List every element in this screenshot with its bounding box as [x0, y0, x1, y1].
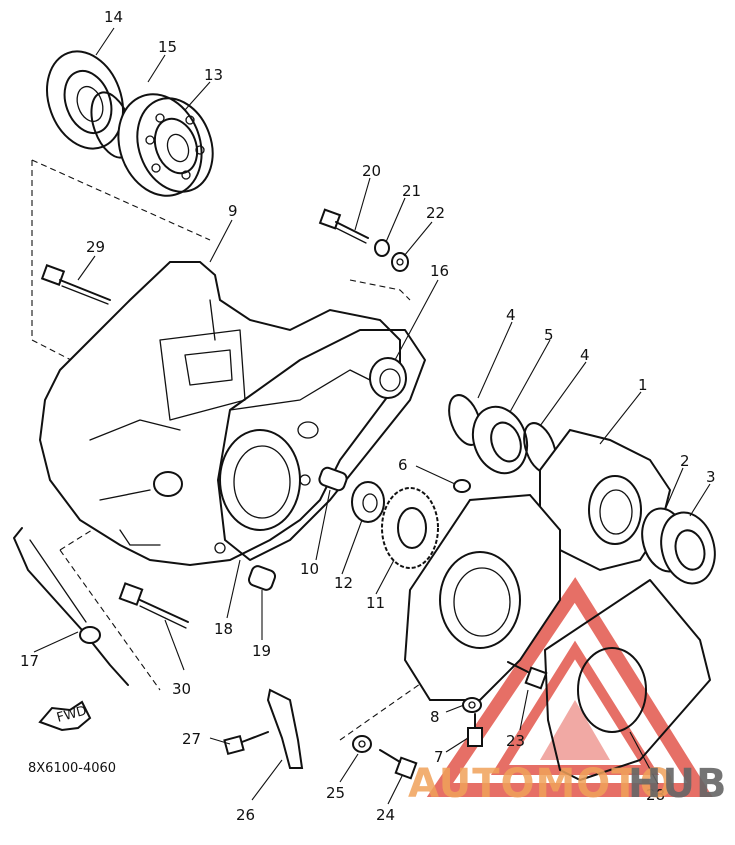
- catalog-code: 8X6100-4060: [28, 761, 116, 776]
- label-part-27: 27: [182, 730, 201, 748]
- crankcase-9: [38, 261, 401, 567]
- cover-gasket: [403, 493, 561, 701]
- watermark-text-right: HUB: [628, 761, 727, 807]
- dowel-10: [318, 466, 348, 492]
- label-part-16: 16: [430, 262, 449, 280]
- dowel-19: [247, 565, 277, 591]
- bearing-13: [117, 93, 214, 197]
- rod-17: [13, 527, 129, 686]
- leader-lines: [33, 27, 711, 805]
- label-part-24: 24: [376, 806, 395, 824]
- label-part-15: 15: [158, 38, 177, 56]
- label-part-17: 17: [20, 652, 39, 670]
- label-part-9: 9: [228, 202, 238, 220]
- label-part-29: 29: [86, 238, 105, 256]
- label-part-8: 8: [430, 708, 440, 726]
- watermark-logo: [426, 577, 713, 797]
- label-part-6: 6: [398, 456, 408, 474]
- pin-6: [453, 479, 471, 493]
- bearing-14: [46, 50, 124, 150]
- bracket-26: [266, 688, 304, 769]
- bolt-20: [318, 208, 369, 244]
- label-part-11: 11: [366, 594, 385, 612]
- washer-25: [352, 735, 372, 753]
- label-part-7: 7: [434, 748, 444, 766]
- label-part-14: 14: [104, 8, 123, 26]
- gear-11: [381, 487, 439, 569]
- part-labels: 1 2 3 4 4 5 6 7 8 9 10 11 12 13 14 15 16…: [20, 8, 716, 824]
- label-part-12: 12: [334, 574, 353, 592]
- label-part-23: 23: [506, 732, 525, 750]
- watermark-text: AUTOMOTO HUB: [408, 761, 727, 807]
- label-part-2: 2: [680, 452, 690, 470]
- washer-22: [391, 252, 409, 272]
- fwd-arrow-icon: FWD: [38, 700, 92, 732]
- needle-bearing-5: [471, 405, 529, 475]
- label-part-25: 25: [326, 784, 345, 802]
- label-part-1: 1: [638, 376, 648, 394]
- label-part-19: 19: [252, 642, 271, 660]
- bolt-7: [467, 713, 483, 747]
- label-part-4a: 4: [506, 306, 516, 324]
- label-part-26: 26: [236, 806, 255, 824]
- label-part-22: 22: [426, 204, 445, 222]
- bolt-30: [118, 582, 189, 629]
- bolt-23: [507, 661, 548, 690]
- label-part-20: 20: [362, 162, 381, 180]
- cover-28: [544, 579, 711, 781]
- label-part-5: 5: [544, 326, 554, 344]
- bolt-27: [223, 731, 269, 756]
- watermark-text-left: AUTOMOTO: [408, 761, 675, 807]
- bolt-24: [379, 749, 418, 780]
- label-part-13: 13: [204, 66, 223, 84]
- seal-3: [660, 511, 716, 585]
- label-part-30: 30: [172, 680, 191, 698]
- gasket-18: [217, 329, 426, 561]
- label-part-4b: 4: [580, 346, 590, 364]
- washer-8: [462, 697, 482, 713]
- label-part-10: 10: [300, 560, 319, 578]
- collar-12: [351, 481, 385, 523]
- label-part-21: 21: [402, 182, 421, 200]
- bolt-29: [40, 264, 111, 305]
- oil-seal-16: [369, 357, 407, 399]
- washer-21: [374, 239, 390, 257]
- label-part-18: 18: [214, 620, 233, 638]
- label-part-28: 28: [646, 786, 665, 804]
- label-part-3: 3: [706, 468, 716, 486]
